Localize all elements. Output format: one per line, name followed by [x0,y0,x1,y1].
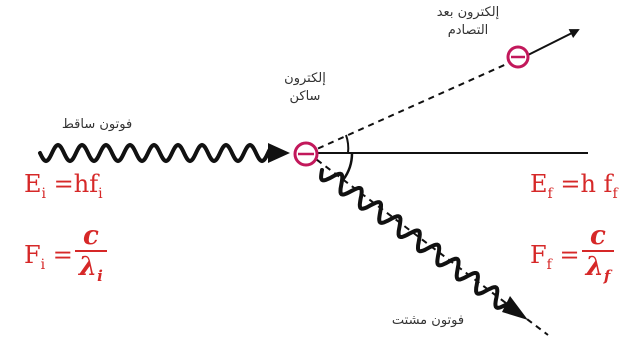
incident-photon-label: فوتون ساقط [61,117,133,132]
photon-angle-arc [341,152,354,181]
scattered-photon-label: فوتون مشتت [391,313,465,328]
electron-at-rest-label: إلكترون ساكن [255,70,355,106]
initial-energy-equation: Ei =hfi [24,170,103,202]
electron-after-collision [506,45,530,69]
electron-after-collision-label: إلكترون بعد التصادم [418,4,518,40]
final-energy-equation: Ef =h ff [530,170,618,202]
electron-after-collision-label-line2: التصادم [447,23,489,38]
electron-at-rest-label-line1: إلكترون [284,71,326,86]
recoil-electron-arrow [527,29,580,56]
electron-at-rest [293,141,319,167]
electron-at-rest-label-line2: ساكن [289,89,321,104]
recoil-electron-path [307,57,521,154]
scattered-photon-wave [319,168,512,310]
scattered-photon-arrowhead [502,296,528,320]
electron-angle-arc [345,134,350,154]
incident-photon-arrowhead [268,143,290,163]
incident-photon-wave [38,142,272,164]
electron-after-collision-label-line1: إلكترون بعد [436,5,500,20]
